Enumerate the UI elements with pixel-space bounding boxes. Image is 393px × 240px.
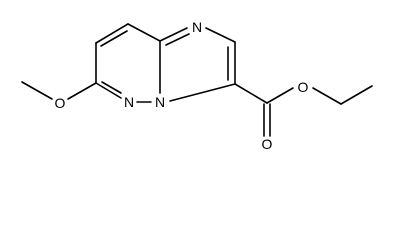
bond-c6-n5-double — [101, 81, 122, 94]
atom-n-bottom: N — [124, 94, 134, 110]
structure-canvas: N N N O O O — [21, 19, 373, 152]
atom-o-methoxy: O — [55, 95, 66, 111]
atom-n-top: N — [192, 19, 202, 35]
bond-c8-c7-double — [100, 30, 128, 47]
atom-o-ester-single: O — [298, 79, 309, 95]
bond-c6-o-methoxy — [67, 82, 97, 100]
bond-o-ch3 — [21, 81, 53, 100]
bond-c6-n5 — [95, 82, 122, 99]
bond-c3-carbonyl — [234, 83, 268, 104]
bond-ch2-ch3 — [340, 85, 373, 105]
bond-o-ch2 — [312, 87, 342, 105]
bond-carbonyl-o-single — [266, 87, 294, 104]
chemical-structure-diagram: N N N O O O — [21, 19, 373, 152]
bond-c8a-c8 — [127, 23, 161, 42]
bond-c8-c7 — [95, 23, 129, 44]
bond-c8a-n1 — [159, 27, 188, 42]
atom-o-ester-double: O — [262, 136, 273, 152]
atom-n-bridge: N — [155, 94, 165, 110]
bond-n1-c2 — [205, 27, 236, 43]
bond-c8a-n1-double — [165, 33, 190, 46]
bond-c3-n4 — [169, 83, 236, 102]
